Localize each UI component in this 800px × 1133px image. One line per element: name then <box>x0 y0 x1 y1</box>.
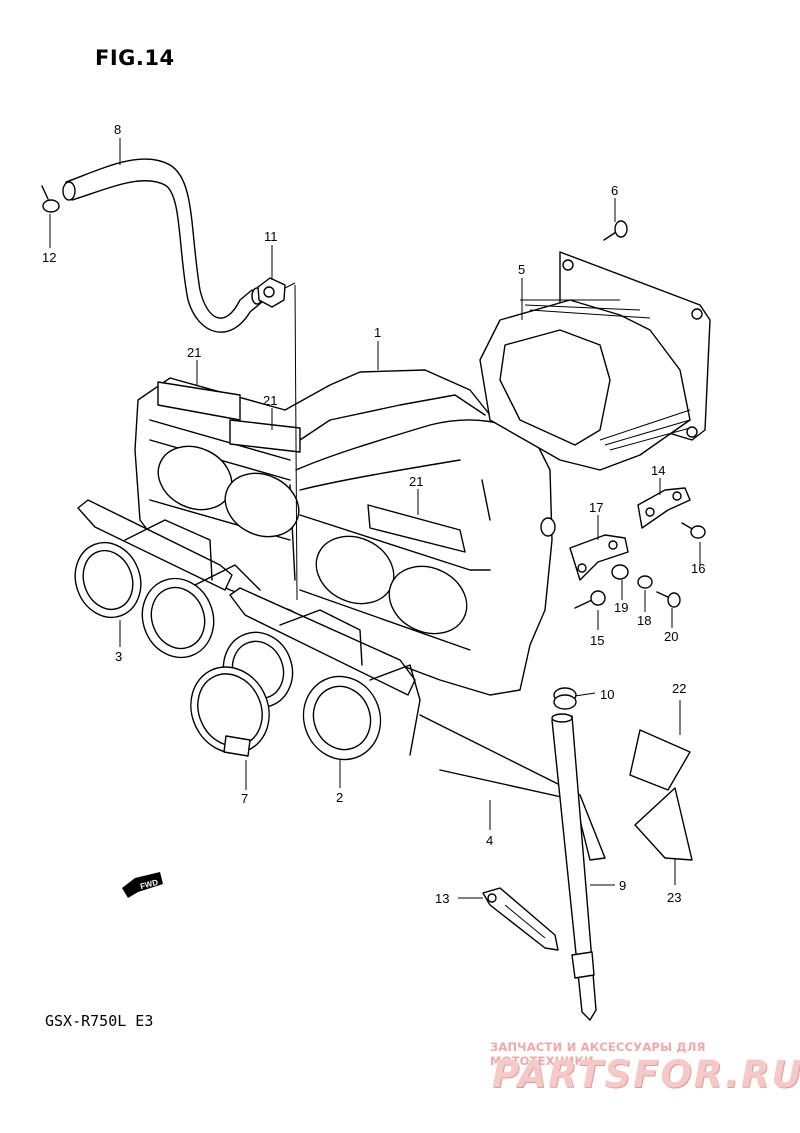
callout-20: 20 <box>664 629 678 644</box>
figure-title: FIG.14 <box>95 46 175 70</box>
intake-joint-part-3[interactable] <box>65 499 261 668</box>
callout-14: 14 <box>651 463 665 478</box>
callout-9: 9 <box>619 878 626 893</box>
air-cleaner-case-part-1[interactable] <box>134 369 556 696</box>
callout-23: 23 <box>667 890 681 905</box>
callout-15: 15 <box>590 633 604 648</box>
screw-part-20[interactable] <box>656 591 681 608</box>
watermark-caption: ЗАПЧАСТИ И АКСЕССУАРЫ ДЛЯ МОТОТЕХНИКИ <box>490 1040 706 1068</box>
bracket-part-13[interactable] <box>482 887 559 951</box>
air-filter-element-part-5[interactable] <box>479 251 711 471</box>
rod-part-4[interactable] <box>419 714 606 861</box>
callout-21-a: 21 <box>187 345 201 360</box>
hose-clamp-part-11[interactable] <box>257 277 296 308</box>
breather-hose-part-8[interactable] <box>62 158 263 333</box>
callout-18: 18 <box>637 613 651 628</box>
callout-numbers: 8 12 11 1 5 6 21 21 21 14 16 17 15 19 18… <box>42 122 705 906</box>
callout-21-b: 21 <box>263 393 277 408</box>
callout-7: 7 <box>241 791 248 806</box>
callout-4: 4 <box>486 833 493 848</box>
callout-3: 3 <box>115 649 122 664</box>
band-clamp-part-7[interactable] <box>177 654 283 766</box>
clamp-part-10[interactable] <box>553 687 577 710</box>
drain-hose-part-9[interactable] <box>551 713 597 1021</box>
clip-part-12[interactable] <box>41 185 60 213</box>
washer-part-19[interactable] <box>611 564 629 580</box>
screw-part-15[interactable] <box>574 590 606 609</box>
callout-2: 2 <box>336 790 343 805</box>
pad-part-23[interactable] <box>634 787 693 861</box>
forward-arrow-icon: FWD <box>122 872 163 898</box>
callout-19: 19 <box>614 600 628 615</box>
callout-17: 17 <box>589 500 603 515</box>
callout-leader-lines <box>49 138 701 899</box>
bracket-part-17[interactable] <box>569 534 629 581</box>
bolt-part-16[interactable] <box>681 522 706 539</box>
watermark-logo: PARTSFOR.RU <box>492 1053 800 1096</box>
callout-5: 5 <box>518 262 525 277</box>
callout-12: 12 <box>42 250 56 265</box>
model-code: GSX-R750L E3 <box>45 1012 154 1030</box>
screw-part-6[interactable] <box>603 220 628 241</box>
bracket-part-14[interactable] <box>637 487 691 529</box>
pad-part-22[interactable] <box>629 729 691 791</box>
callout-10: 10 <box>600 687 614 702</box>
callout-8: 8 <box>114 122 121 137</box>
callout-21-c: 21 <box>409 474 423 489</box>
callout-13: 13 <box>435 891 449 906</box>
callout-6: 6 <box>611 183 618 198</box>
callout-16: 16 <box>691 561 705 576</box>
callout-1: 1 <box>374 325 381 340</box>
callout-22: 22 <box>672 681 686 696</box>
collar-part-18[interactable] <box>637 575 653 589</box>
callout-11: 11 <box>264 229 278 244</box>
